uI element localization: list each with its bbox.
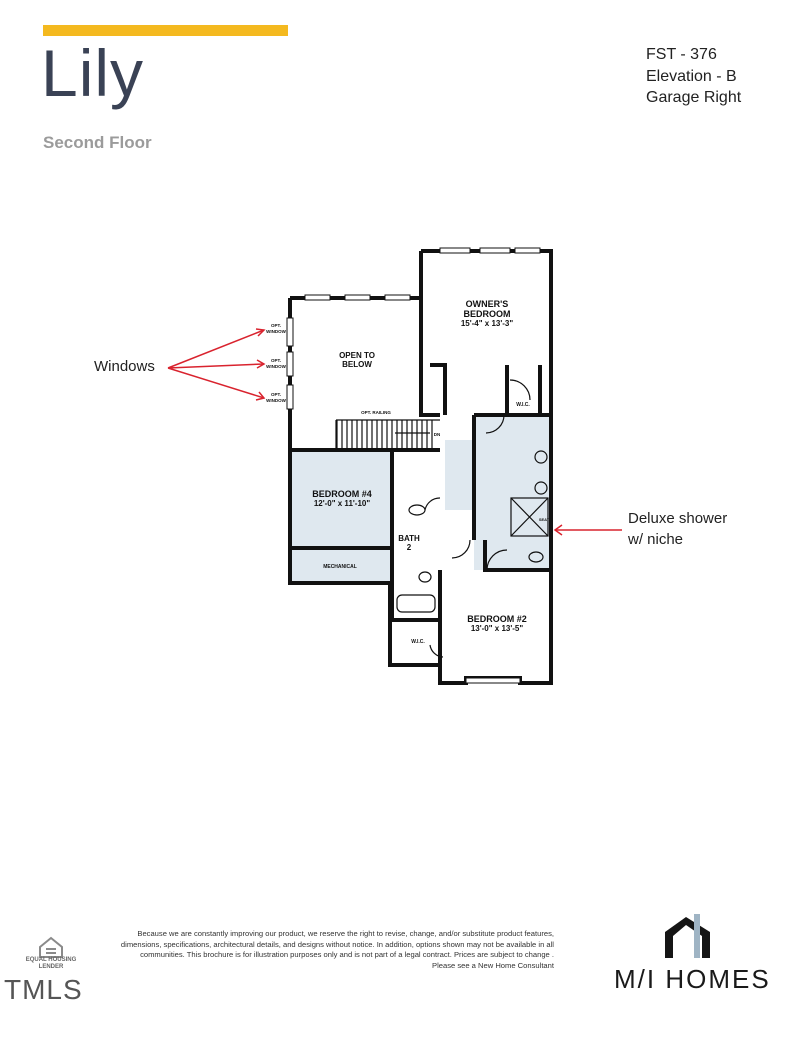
- shower-annotation-line1: Deluxe shower: [628, 510, 728, 527]
- fixtures: [335, 379, 549, 658]
- windows-annotation: Windows: [94, 358, 155, 375]
- accent-bar: [43, 25, 288, 36]
- annotation-arrows: [167, 328, 622, 536]
- stairs: [336, 420, 433, 450]
- plan-code: FST - 376: [646, 46, 717, 63]
- room-mechanical: MECHANICAL: [323, 564, 357, 570]
- shower-seat-label: SEAT: [539, 517, 550, 522]
- svg-text:OPT.: OPT.: [271, 358, 281, 363]
- equal-housing-icon: [39, 936, 63, 958]
- stairs-down-label: DN: [434, 432, 441, 437]
- svg-text:WINDOW: WINDOW: [266, 364, 286, 369]
- floor-subtitle: Second Floor: [43, 133, 152, 152]
- room-open-to-below: OPEN TO: [339, 351, 375, 360]
- svg-text:WINDOW: WINDOW: [266, 398, 286, 403]
- shower-annotation-line2: w/ niche: [628, 531, 684, 548]
- elevation: Elevation - B: [646, 68, 737, 85]
- windows: [286, 247, 541, 684]
- room-owners-bedroom-name2: BEDROOM: [464, 309, 511, 319]
- room-bedroom-2-size: 13'-0" x 13'-5": [471, 624, 524, 633]
- room-bedroom-4-name: BEDROOM #4: [312, 489, 372, 499]
- mi-homes-logo-icon: [665, 914, 710, 958]
- equal-housing-label: EQUAL HOUSING LENDER: [25, 957, 77, 970]
- mi-homes-logo-text: M/I HOMES: [614, 964, 771, 994]
- plan-title: Lily: [41, 36, 145, 110]
- tiled-areas: [292, 416, 550, 582]
- room-bath-2-num: 2: [407, 543, 412, 552]
- room-bath-2: BATH: [398, 534, 420, 543]
- garage-orientation: Garage Right: [646, 89, 742, 106]
- room-owners-bedroom-name: OWNER'S: [466, 299, 509, 309]
- room-owner-wic: W.I.C.: [516, 402, 530, 408]
- legal-disclaimer: Because we are constantly improving our …: [120, 929, 554, 970]
- opt-window-labels: OPT. WINDOW OPT. WINDOW OPT. WINDOW: [266, 323, 286, 403]
- room-open-to-below-2: BELOW: [342, 360, 372, 369]
- room-owners-bedroom-size: 15'-4" x 13'-3": [461, 319, 514, 328]
- svg-text:OPT.: OPT.: [271, 323, 281, 328]
- opt-railing-label: OPT. RAILING: [361, 410, 391, 415]
- room-bedroom-4-size: 12'-0" x 11'-10": [314, 499, 371, 508]
- svg-text:OPT.: OPT.: [271, 392, 281, 397]
- svg-text:WINDOW: WINDOW: [266, 329, 286, 334]
- mls-logo: TMLS: [4, 974, 83, 1005]
- room-bedroom-2-name: BEDROOM #2: [467, 614, 527, 624]
- room-bed2-wic: W.I.C.: [411, 639, 425, 645]
